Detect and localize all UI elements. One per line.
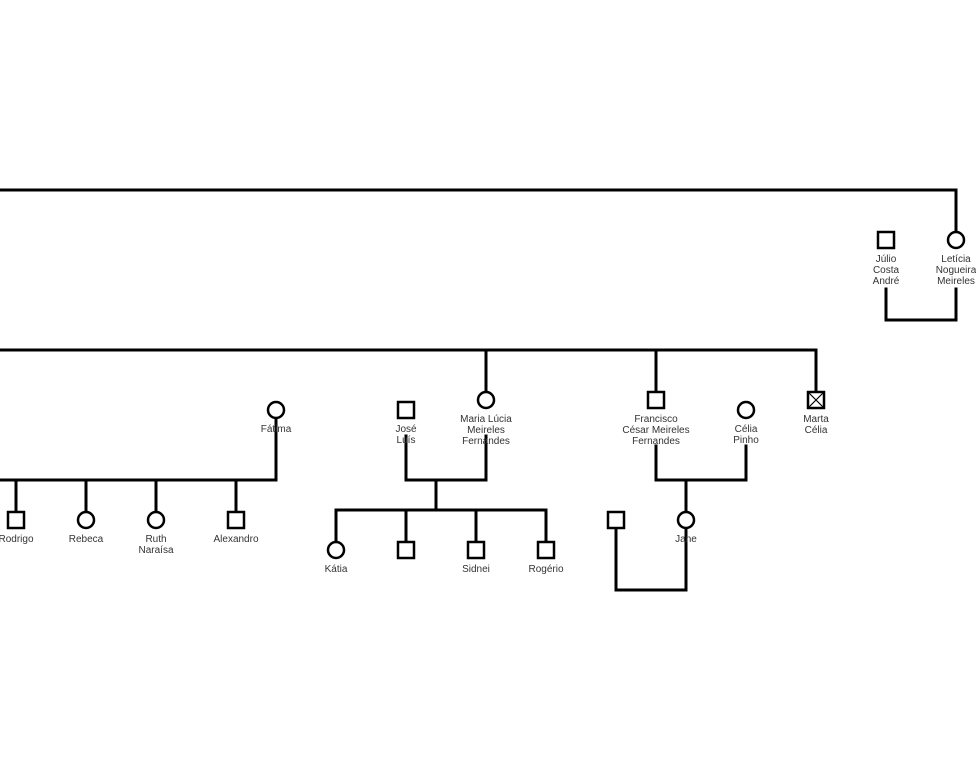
person-name-line: Costa	[873, 265, 900, 276]
male-symbol	[646, 390, 666, 410]
female-symbol	[326, 540, 346, 560]
person-name-line: Fernandes	[462, 436, 510, 447]
person-name-line: Meireles	[467, 425, 505, 436]
female-symbol	[76, 510, 96, 530]
person-unnamed_son	[396, 540, 416, 560]
male-symbol	[536, 540, 556, 560]
person-name-line: Jane	[675, 534, 697, 545]
male-symbol	[876, 230, 896, 250]
person-name-line: Rogério	[528, 564, 563, 575]
person-name-line: Meireles	[937, 276, 975, 287]
person-name-line: Pinho	[733, 435, 759, 446]
children-sibship-line	[0, 348, 818, 394]
female-symbol	[146, 510, 166, 530]
person-name-line: Francisco	[634, 414, 678, 425]
person-name-line: Júlio	[876, 254, 897, 265]
person-name-line: Letícia	[941, 254, 971, 265]
relationship-lines	[0, 188, 958, 592]
top-sibship-line	[0, 188, 958, 233]
person-alexandro: Alexandro	[213, 510, 259, 545]
couple-line-jose-maria	[404, 434, 488, 482]
male-symbol	[6, 510, 26, 530]
person-name-line: Fernandes	[632, 436, 680, 447]
person-name-line: Sidnei	[462, 564, 490, 575]
person-rodrigo: Rodrigo	[0, 510, 34, 545]
deceased-cross-icon	[808, 392, 824, 408]
female-symbol	[676, 510, 696, 530]
male-symbol	[396, 540, 416, 560]
person-name-line: Nogueira	[936, 265, 976, 276]
male-symbol	[396, 400, 416, 420]
female-symbol	[266, 400, 286, 420]
sibship-line-jose-maria	[334, 508, 548, 544]
person-name-line: Kátia	[325, 564, 348, 575]
couple-line-francisco-celia	[654, 444, 748, 482]
person-name-line: Célia	[805, 425, 828, 436]
couple-line-fatima	[0, 416, 278, 482]
persons-layer: JúlioCostaAndréLetíciaNogueiraMeirelesFá…	[0, 230, 976, 575]
couple-line-julio-leticia	[884, 287, 958, 322]
person-name-line: Rodrigo	[0, 534, 34, 545]
person-jane: Jane	[675, 510, 697, 545]
person-name-line: Ruth	[145, 534, 166, 545]
person-name-line: Maria Lúcia	[460, 414, 512, 425]
person-rogerio: Rogério	[528, 540, 564, 575]
female-symbol	[736, 400, 756, 420]
person-sidnei: Sidnei	[462, 540, 490, 575]
person-name-line: Alexandro	[213, 534, 258, 545]
person-fatima: Fátima	[261, 400, 292, 435]
person-name-line: André	[873, 276, 900, 287]
female-symbol	[946, 230, 966, 250]
person-name-line: César Meireles	[622, 425, 689, 436]
person-rebeca: Rebeca	[69, 510, 104, 545]
person-name-line: José	[395, 424, 417, 435]
male-symbol	[606, 510, 626, 530]
person-name-line: Célia	[735, 424, 758, 435]
person-name-line: Rebeca	[69, 534, 104, 545]
person-katia: Kátia	[325, 540, 348, 575]
male-symbol	[226, 510, 246, 530]
person-name-line: Naraísa	[138, 545, 173, 556]
person-name-line: Luís	[397, 435, 416, 446]
couple-line-jane	[614, 526, 688, 592]
male-symbol	[466, 540, 486, 560]
person-name-line: Fátima	[261, 424, 292, 435]
person-name-line: Marta	[803, 414, 829, 425]
female-symbol	[476, 390, 496, 410]
person-jane_partner	[606, 510, 626, 530]
